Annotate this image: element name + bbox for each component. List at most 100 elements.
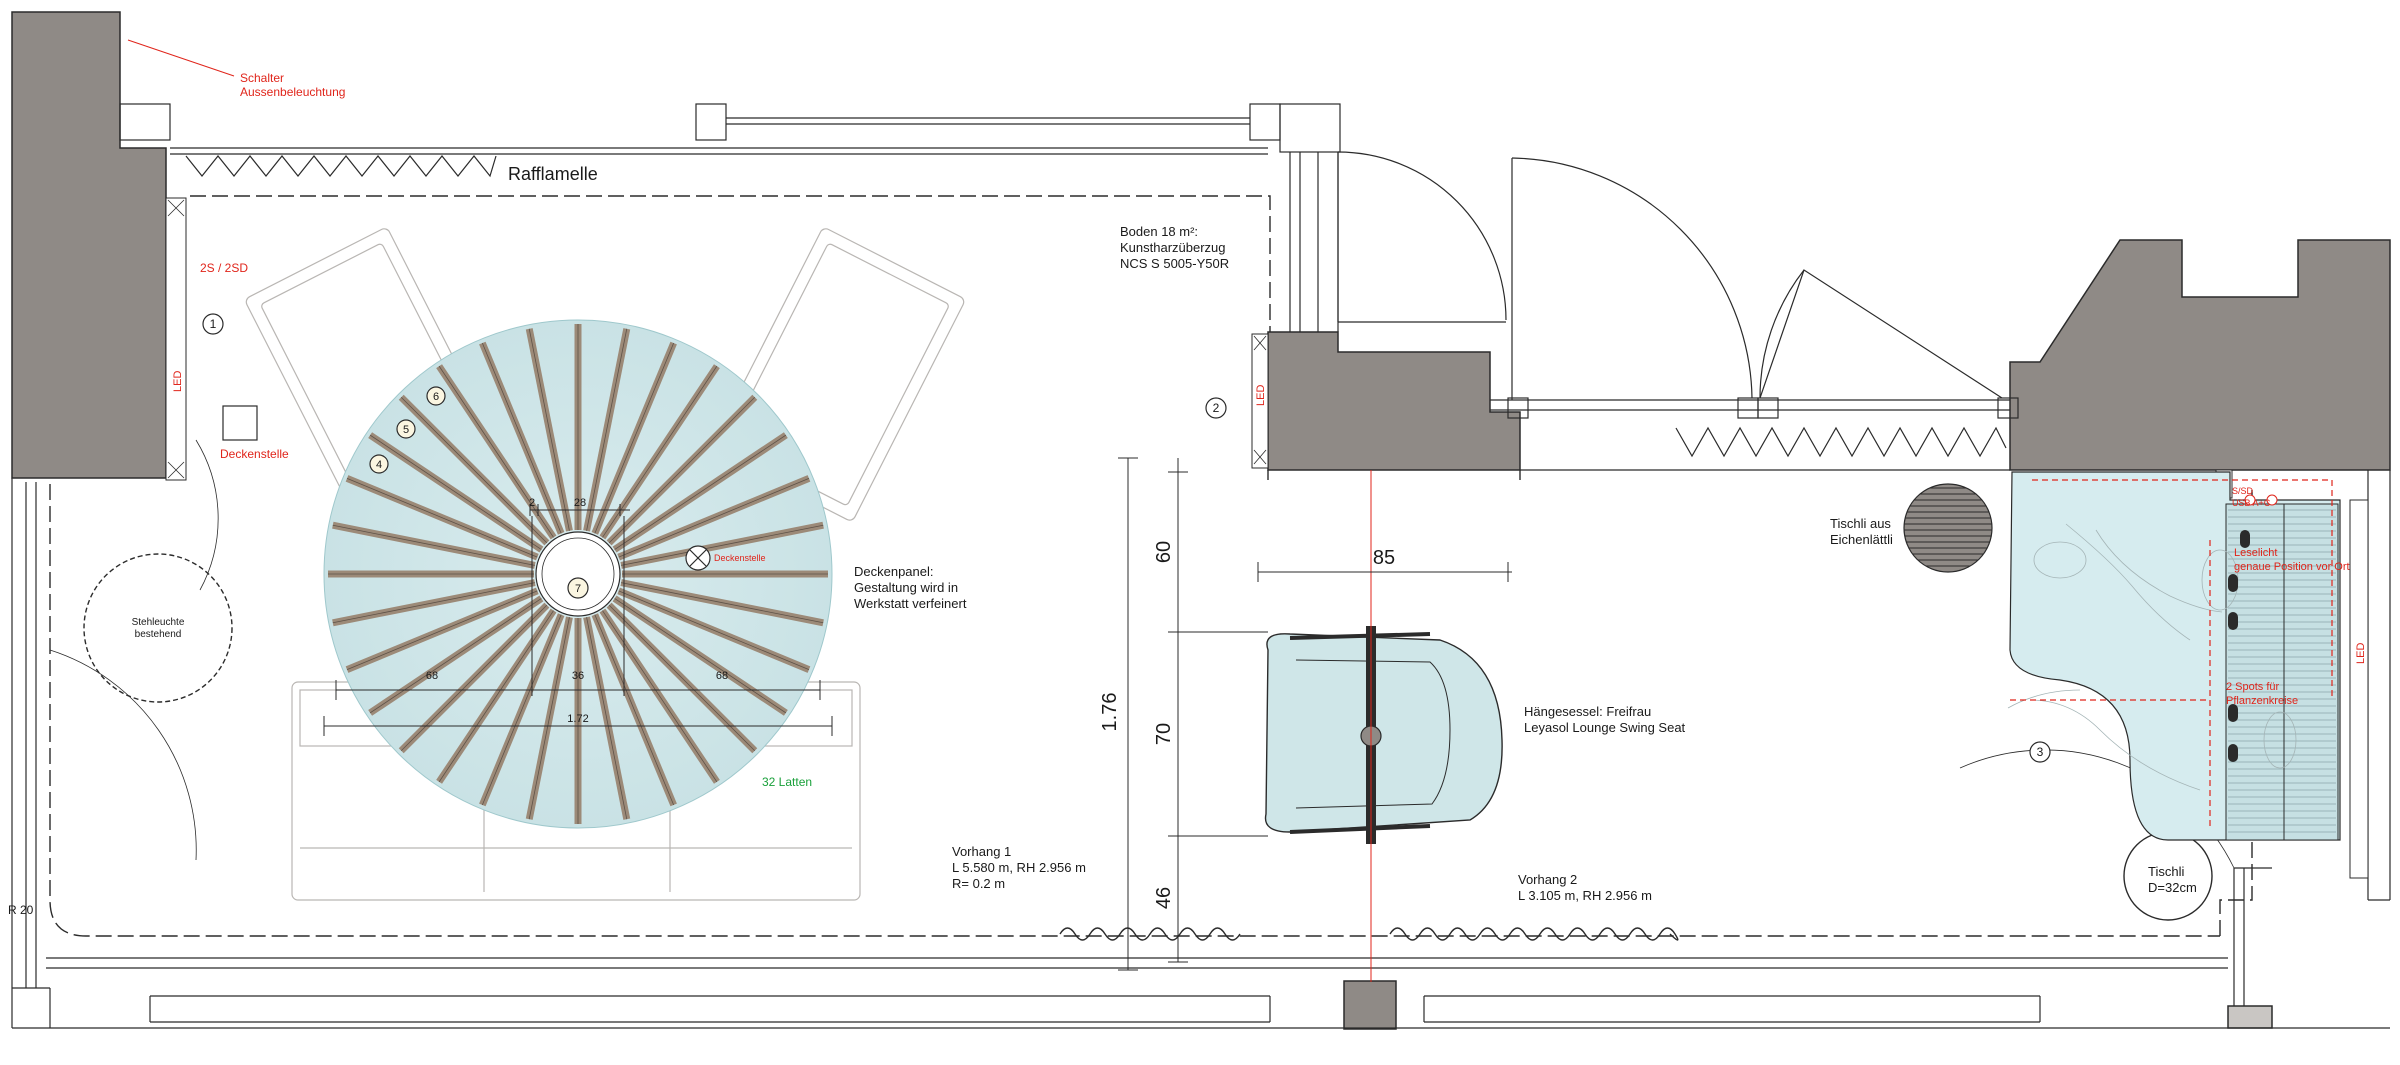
marker-5: 5	[403, 424, 409, 436]
label-tischli-aus-1: Tischli aus	[1830, 516, 1891, 531]
label-vorhang2-2: L 3.105 m, RH 2.956 m	[1518, 888, 1652, 903]
ceiling-slat-edge	[346, 477, 538, 558]
ceiling-slat-edge	[346, 590, 538, 671]
label-latten: 32 Latten	[762, 775, 812, 789]
switch-leader	[127, 39, 235, 77]
label-rafflamelle: Rafflamelle	[508, 164, 598, 184]
label-spots-2: Pflanzenkreise	[2226, 695, 2298, 707]
panel-dimensions	[323, 504, 833, 736]
label-tischli-1: Tischli	[2148, 864, 2184, 879]
label-aussenbeleuchtung: Aussenbeleuchtung	[240, 85, 345, 99]
ceiling-slat-edge	[586, 617, 628, 820]
curtain-2	[1389, 927, 1679, 941]
ceiling-slat-edge	[332, 582, 535, 624]
outline	[11, 103, 2391, 1029]
ceiling-slat-edge	[369, 434, 542, 550]
chair-dimensions	[1118, 457, 1512, 971]
ceiling-slat-edge	[621, 582, 824, 624]
label-deckenstelle-left: Deckenstelle	[220, 447, 289, 461]
label-deckenpanel-3: Werkstatt verfeinert	[854, 596, 967, 611]
label-led-center: LED	[1255, 385, 1267, 406]
label-led-right: LED	[2355, 643, 2367, 664]
ceiling-slat-edge	[528, 328, 570, 531]
labels: Schalter Aussenbeleuchtung Rafflamelle 2…	[8, 71, 2367, 917]
label-stehleuchte-1: Stehleuchte	[132, 617, 185, 628]
ceiling-slat-edge	[332, 524, 535, 566]
label-led-left: LED	[172, 371, 184, 392]
label-2s-2sd: 2S / 2SD	[200, 261, 248, 275]
marker-1: 1	[210, 317, 217, 331]
ceiling-slat-edge	[481, 342, 562, 534]
label-boden-2: Kunstharzüberzug	[1120, 240, 1226, 255]
label-tischli-aus-2: Eichenlättli	[1830, 532, 1893, 547]
dim-36: 36	[572, 670, 584, 682]
ceiling-slat-edge	[438, 365, 554, 538]
curtain-1	[1059, 927, 1241, 941]
ceiling-slat-edge	[369, 598, 542, 714]
label-vorhang1-1: Vorhang 1	[952, 844, 1011, 859]
deckenstelle-left	[222, 405, 258, 441]
marker-3: 3	[2037, 745, 2044, 759]
right-light-points	[2228, 530, 2250, 762]
dim-28: 28	[574, 497, 586, 509]
doors	[1337, 151, 2003, 400]
right-daybed	[2009, 471, 2341, 841]
dim-172: 1.72	[567, 713, 588, 725]
blinds-right	[1675, 426, 2007, 458]
label-schalter: Schalter	[240, 71, 284, 85]
marker-4: 4	[376, 459, 382, 471]
dim-68-right: 68	[716, 670, 728, 682]
label-spots-1: 2 Spots für	[2226, 681, 2280, 693]
label-deckenstelle-center: Deckenstelle	[714, 553, 766, 563]
ceiling-slat-edge	[481, 614, 562, 806]
ceiling-slat-edge	[614, 434, 787, 550]
ceiling-slat-edge	[621, 524, 824, 566]
ceiling-slat-edge	[594, 614, 675, 806]
ceiling-slats	[328, 324, 828, 824]
dim-85: 85	[1373, 547, 1395, 569]
blinds-top	[185, 155, 497, 178]
dim-68-left: 68	[426, 670, 438, 682]
wall-stub-right	[2227, 1005, 2273, 1029]
position-markers	[202, 313, 2051, 763]
ceiling-slat-edge	[602, 365, 718, 538]
label-deckenpanel-1: Deckenpanel:	[854, 564, 934, 579]
ceiling-slat-edge	[528, 617, 570, 820]
label-boden-1: Boden 18 m²:	[1120, 224, 1198, 239]
hanging-chair	[1264, 626, 1503, 844]
walls	[11, 11, 2391, 1030]
ceiling-slat-edge	[618, 590, 810, 671]
label-leselicht-2: genaue Position vor Ort	[2234, 561, 2350, 573]
ceiling-slat-edge	[608, 396, 756, 544]
label-stehleuchte-2: bestehend	[135, 629, 182, 640]
ceiling-slat-edge	[400, 396, 548, 544]
label-usb: USB A+C	[2232, 498, 2271, 508]
marker-7: 7	[575, 583, 581, 595]
dim-46: 46	[1153, 887, 1175, 909]
label-r20: R 20	[8, 903, 34, 917]
ceiling-slat-edge	[614, 598, 787, 714]
window-frame-left	[119, 103, 171, 141]
ceiling-slat-edge	[586, 328, 628, 531]
dim-60: 60	[1153, 541, 1175, 563]
ceiling-slat-edge	[602, 610, 718, 783]
wall-left-block	[11, 11, 167, 479]
label-vorhang2-1: Vorhang 2	[1518, 872, 1577, 887]
ceiling-slat-edge	[618, 477, 810, 558]
oak-table	[1903, 483, 1993, 573]
label-boden-3: NCS S 5005-Y50R	[1120, 256, 1229, 271]
dim-2: 2	[529, 497, 535, 509]
dim-176: 1.76	[1099, 693, 1121, 732]
wall-center-block	[1267, 331, 1521, 471]
ceiling-slat-edge	[438, 610, 554, 783]
label-vorhang1-2: L 5.580 m, RH 2.956 m	[952, 860, 1086, 875]
label-s-sd: S/SD	[2232, 486, 2254, 496]
ceiling-panel	[323, 319, 833, 829]
label-deckenpanel-2: Gestaltung wird in	[854, 580, 958, 595]
deckenstelle-center-icon	[685, 545, 711, 571]
right-outlets	[2244, 494, 2278, 506]
dim-70: 70	[1153, 723, 1175, 745]
ceiling-panel-hub	[535, 531, 621, 617]
label-haengesessel-2: Leyasol Lounge Swing Seat	[1524, 720, 1686, 735]
